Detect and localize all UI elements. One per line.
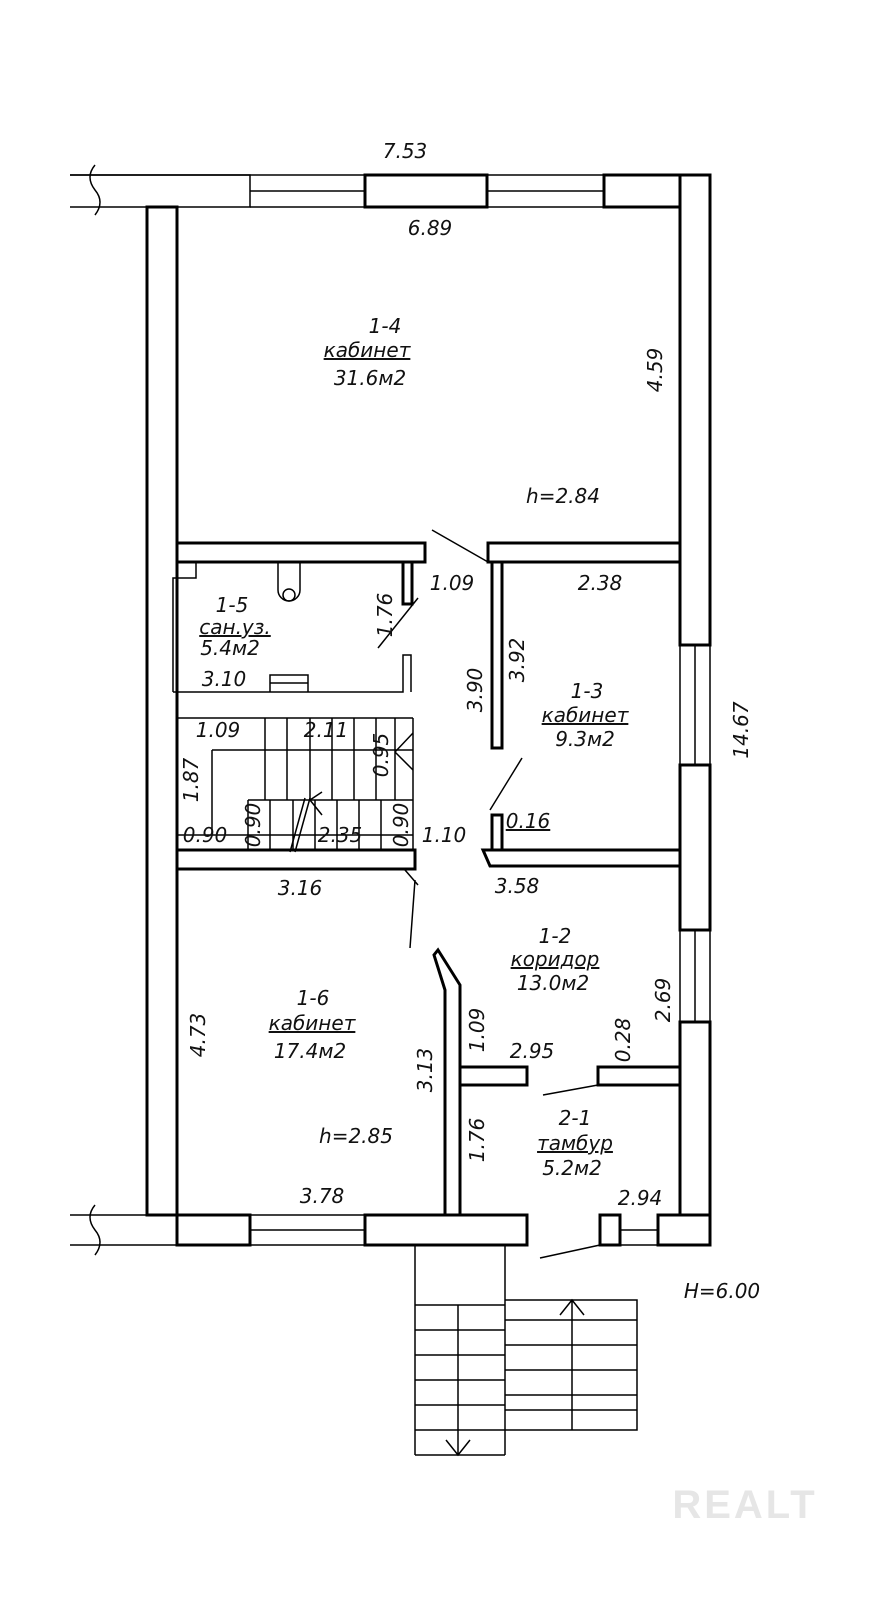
dim: 1.76 [465, 1118, 489, 1163]
dim: 2.69 [651, 978, 675, 1023]
room-1-2: 1-2 коридор 13.0м2 2.69 0.28 2.95 1.09 1… [422, 823, 675, 1063]
dim: 3.13 [413, 1048, 437, 1093]
dim: 1.09 [196, 718, 241, 742]
dim-top-inner: 6.89 [408, 216, 453, 240]
dim: 3.10 [202, 667, 247, 691]
dim: 2.35 [318, 823, 363, 847]
dim: 0.28 [611, 1018, 635, 1063]
dim: 4.59 [643, 348, 667, 393]
interior-stair [177, 717, 414, 853]
room-name: кабинет [269, 1011, 357, 1035]
exterior-stair [414, 1245, 638, 1457]
dim: 0.90 [389, 803, 413, 848]
room-id: 2-1 [559, 1106, 592, 1130]
room-area: 31.6м2 [334, 366, 406, 390]
dim: 0.95 [369, 733, 393, 778]
room-id: 1-5 [216, 593, 249, 617]
dim: 0.90 [241, 803, 265, 848]
room-2-1: 2-1 тамбур 5.2м2 1.76 2.94 [465, 1106, 662, 1210]
dim: 2.94 [618, 1186, 663, 1210]
building-height: H=6.00 [684, 1279, 760, 1303]
dim: 2.11 [304, 718, 349, 742]
dim: 4.73 [186, 1013, 210, 1058]
dim: 3.16 [278, 876, 323, 900]
room-1-6: 1-6 кабинет 17.4м2 h=2.85 4.73 3.16 3.78… [186, 876, 437, 1208]
room-area: 5.4м2 [200, 636, 260, 660]
room-id: 1-4 [369, 314, 402, 338]
interior-walls [172, 529, 682, 1259]
room-id: 1-2 [539, 924, 572, 948]
dim: 3.78 [300, 1184, 345, 1208]
dim-right-total: 14.67 [729, 701, 753, 759]
outer-walls [70, 164, 712, 1256]
dim: 1.10 [422, 823, 467, 847]
room-area: 9.3м2 [555, 727, 615, 751]
room-name: сан.уз. [199, 615, 271, 639]
room-height: h=2.84 [526, 484, 600, 508]
room-name: кабинет [324, 338, 412, 362]
room-id: 1-3 [571, 679, 604, 703]
dim: 0.90 [183, 823, 228, 847]
stair-dims: 1.09 2.11 0.95 1.87 0.90 0.90 2.35 0.90 [179, 718, 413, 847]
room-id: 1-6 [297, 986, 330, 1010]
room-area: 17.4м2 [274, 1039, 346, 1063]
dim: 1.09 [465, 1008, 489, 1053]
dim: 3.58 [495, 874, 540, 898]
dim: 1.76 [373, 593, 397, 638]
room-area: 5.2м2 [542, 1156, 602, 1180]
dim-top-outer: 7.53 [383, 139, 428, 163]
dim: 2.95 [510, 1039, 555, 1063]
dim: 0.16 [506, 809, 551, 833]
room-1-3: 1-3 кабинет 9.3м2 2.38 3.92 3.90 0.16 3.… [463, 571, 630, 898]
dim: 3.92 [505, 638, 529, 683]
room-height: h=2.85 [319, 1124, 393, 1148]
dim: 3.90 [463, 668, 487, 713]
dim: 2.38 [578, 571, 623, 595]
dim: 1.87 [179, 757, 203, 802]
room-name: коридор [511, 947, 600, 971]
room-name: кабинет [542, 703, 630, 727]
watermark: REALT [672, 1483, 817, 1527]
room-1-5: 1-5 сан.уз. 5.4м2 3.10 1.76 1.09 [199, 571, 474, 691]
room-area: 13.0м2 [517, 971, 589, 995]
room-1-4: 1-4 кабинет 31.6м2 h=2.84 4.59 [324, 314, 667, 508]
dim: 1.09 [430, 571, 475, 595]
room-name: тамбур [537, 1131, 613, 1155]
